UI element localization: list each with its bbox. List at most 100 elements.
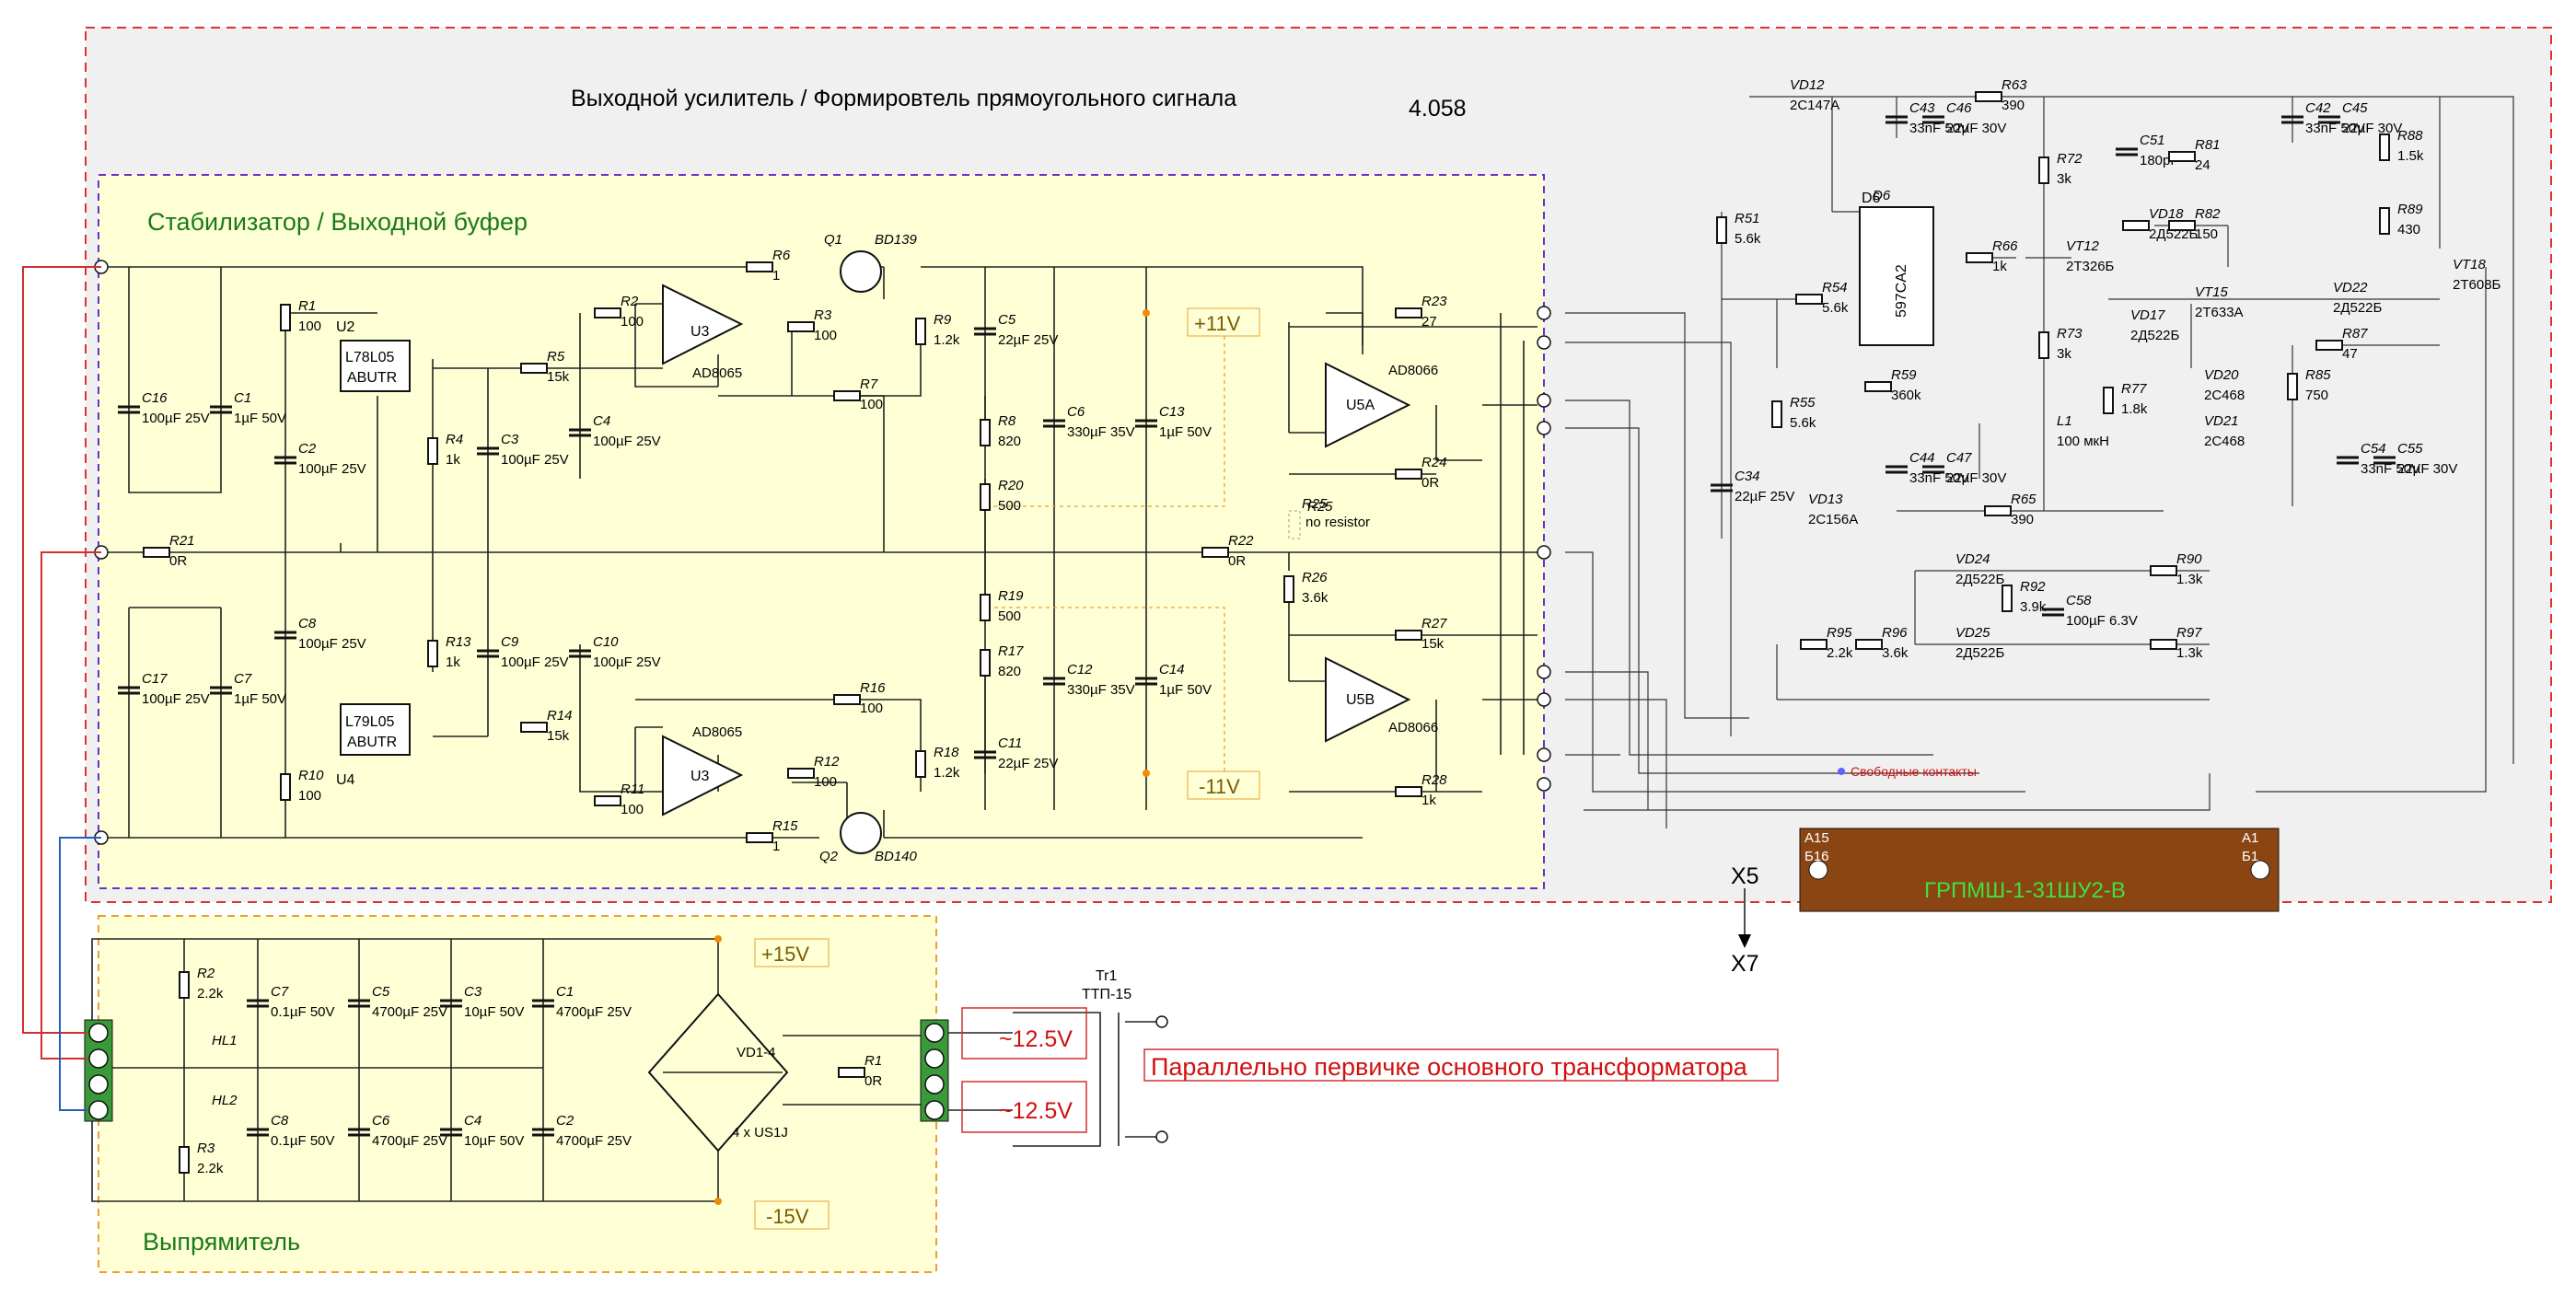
- svg-text:C47: C47: [1946, 450, 1972, 466]
- svg-text:4700µF 25V: 4700µF 25V: [556, 1133, 632, 1149]
- svg-text:2C156A: 2C156A: [1808, 512, 1858, 527]
- rectifier-wiring: [91, 938, 921, 1202]
- svg-text:360k: 360k: [1891, 388, 1921, 403]
- stab-right-terminals: [1537, 306, 1551, 792]
- svg-text:Б1: Б1: [2242, 849, 2258, 864]
- svg-text:VT12: VT12: [2066, 238, 2100, 254]
- svg-text:ГРПМШ-1-31ШУ2-В: ГРПМШ-1-31ШУ2-В: [1924, 878, 2126, 903]
- svg-text:R23: R23: [1421, 294, 1447, 309]
- svg-text:R77: R77: [2121, 381, 2147, 397]
- svg-text:AD8066: AD8066: [1388, 720, 1438, 735]
- svg-text:10µF 50V: 10µF 50V: [464, 1133, 524, 1149]
- svg-text:VD12: VD12: [1790, 77, 1825, 93]
- svg-text:C5: C5: [372, 984, 390, 1000]
- svg-text:1: 1: [772, 839, 780, 854]
- rail-p11: +11V: [1143, 307, 1260, 337]
- svg-text:100: 100: [298, 788, 321, 804]
- svg-text:1k: 1k: [1992, 259, 2007, 274]
- svg-text:500: 500: [998, 498, 1021, 514]
- svg-text:U3: U3: [690, 769, 710, 784]
- svg-text:10µF 50V: 10µF 50V: [464, 1004, 524, 1020]
- svg-text:0R: 0R: [1228, 553, 1246, 569]
- svg-text:C5: C5: [998, 312, 1016, 328]
- svg-text:AD8066: AD8066: [1388, 363, 1438, 378]
- svg-text:100µF 25V: 100µF 25V: [501, 654, 569, 670]
- free-contact-dot: [1838, 768, 1845, 775]
- svg-text:1.5k: 1.5k: [2397, 148, 2424, 164]
- opamp-u3-top: U3 AD8065: [662, 284, 744, 381]
- svg-text:ТТП-15: ТТП-15: [1082, 987, 1131, 1002]
- svg-text:C2: C2: [298, 441, 317, 457]
- svg-text:1k: 1k: [446, 654, 460, 670]
- svg-text:R59: R59: [1891, 367, 1917, 383]
- svg-text:100: 100: [621, 314, 644, 330]
- svg-text:R18: R18: [934, 745, 959, 760]
- svg-text:100: 100: [860, 701, 883, 716]
- svg-text:AD8065: AD8065: [692, 365, 742, 381]
- svg-text:1.3k: 1.3k: [2176, 645, 2203, 661]
- svg-text:C2: C2: [556, 1113, 574, 1129]
- svg-text:ABUTR: ABUTR: [347, 735, 397, 750]
- former-r97: R97 1.3k: [2150, 625, 2203, 661]
- svg-text:3.6k: 3.6k: [1882, 645, 1909, 661]
- svg-text:C3: C3: [501, 432, 519, 447]
- svg-text:100 мкH: 100 мкH: [2057, 434, 2109, 449]
- svg-text:U2: U2: [336, 319, 355, 335]
- svg-text:BD140: BD140: [875, 849, 918, 864]
- svg-text:1.2k: 1.2k: [934, 332, 960, 348]
- svg-text:R55: R55: [1790, 395, 1816, 411]
- svg-text:1.8k: 1.8k: [2121, 401, 2148, 417]
- svg-text:C44: C44: [1909, 450, 1935, 466]
- svg-text:R81: R81: [2195, 137, 2221, 153]
- svg-text:330µF 35V: 330µF 35V: [1067, 682, 1135, 698]
- svg-text:22µF 30V: 22µF 30V: [1946, 470, 2006, 486]
- svg-text:R28: R28: [1421, 772, 1447, 788]
- regulator-u4: L79L05 ABUTR U4: [336, 703, 411, 788]
- opamp-u3-bottom: U3 AD8065: [662, 724, 744, 816]
- svg-text:390: 390: [2002, 98, 2025, 113]
- svg-text:4700µF 25V: 4700µF 25V: [372, 1004, 447, 1020]
- svg-text:AD8065: AD8065: [692, 724, 742, 740]
- svg-text:100µF 25V: 100µF 25V: [298, 461, 366, 477]
- svg-text:R2: R2: [621, 294, 639, 309]
- svg-text:C55: C55: [2397, 441, 2423, 457]
- svg-text:VD20: VD20: [2204, 367, 2239, 383]
- svg-text:R9: R9: [934, 312, 952, 328]
- svg-text:R73: R73: [2057, 326, 2083, 342]
- svg-text:R19: R19: [998, 588, 1024, 604]
- svg-text:R87: R87: [2342, 326, 2368, 342]
- svg-text:+11V: +11V: [1194, 312, 1241, 335]
- svg-text:0R: 0R: [864, 1073, 882, 1089]
- x7-label: X7: [1731, 951, 1759, 977]
- rail-n15: -15V: [714, 1198, 830, 1230]
- svg-text:0.1µF 50V: 0.1µF 50V: [271, 1133, 335, 1149]
- svg-text:+15V: +15V: [761, 943, 809, 966]
- svg-text:R63: R63: [2002, 77, 2027, 93]
- svg-text:R97: R97: [2176, 625, 2202, 641]
- svg-text:4 x US1J: 4 x US1J: [732, 1125, 788, 1141]
